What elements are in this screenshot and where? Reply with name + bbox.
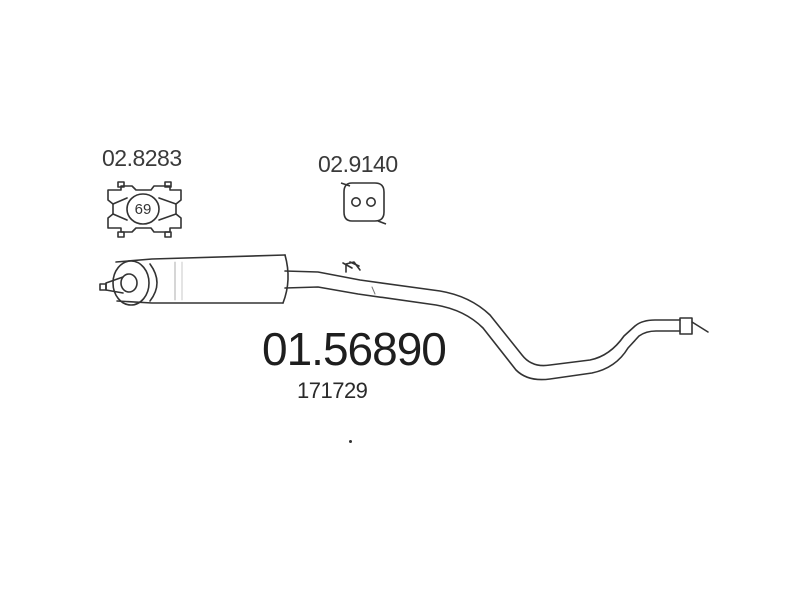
oe-reference-number: 171729 bbox=[297, 378, 368, 403]
main-part-number: 01.56890 bbox=[262, 323, 447, 375]
clamp-icon bbox=[107, 181, 182, 238]
hanger-part-code: 02.9140 bbox=[318, 151, 398, 177]
decorative-dot bbox=[349, 440, 352, 443]
rubber-hanger-icon bbox=[340, 182, 387, 225]
exhaust-silencer-icon bbox=[99, 254, 709, 381]
clamp-size-label: 69 bbox=[135, 201, 152, 218]
clamp-part-code: 02.8283 bbox=[102, 145, 182, 171]
